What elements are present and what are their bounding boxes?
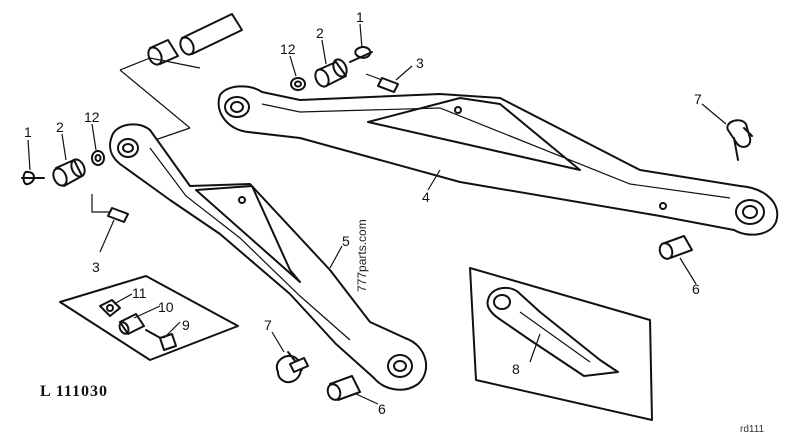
callout-spring-pin-top: 3 — [416, 55, 424, 71]
callout-pin-top: 1 — [356, 9, 364, 25]
bushing-bottom — [326, 375, 361, 401]
callout-lower-link-right: 4 — [422, 189, 430, 205]
callout-bushing-top: 2 — [316, 25, 324, 41]
corner-mark: rd111 — [740, 424, 765, 434]
callout-nut-bushing: 10 — [158, 299, 174, 315]
callout-bushing-left: 2 — [56, 119, 64, 135]
lynch-pin-right — [726, 119, 753, 161]
callout-bushing-bottom: 6 — [378, 401, 386, 417]
lynch-pin-bottom — [275, 351, 309, 384]
shaft-ends — [119, 13, 243, 141]
top-hardware — [290, 46, 399, 93]
left-hardware — [21, 150, 129, 223]
bushing-right — [658, 235, 693, 260]
callout-lower-link-left: 5 — [342, 233, 350, 249]
callout-detail-link: 8 — [512, 361, 520, 377]
callout-spring-pin-left: 3 — [92, 259, 100, 275]
hardware-box — [59, 275, 239, 361]
detail-box — [469, 267, 653, 421]
callout-lock-nut: 11 — [132, 285, 147, 301]
callout-screw: 9 — [182, 317, 190, 333]
callout-bushing-right: 6 — [692, 281, 700, 297]
callout-labels: 1 2 12 3 12 2 1 3 4 5 6 6 7 7 8 9 10 11 — [24, 9, 702, 417]
watermark: 777parts.com — [355, 219, 369, 292]
callout-washer-left: 12 — [84, 109, 100, 125]
lower-link-left — [109, 123, 427, 391]
leader-lines — [27, 23, 727, 405]
lower-link-right — [217, 85, 779, 236]
figure-id: L 111030 — [40, 383, 108, 400]
callout-lynch-pin-bottom: 7 — [264, 317, 272, 333]
callout-lynch-pin-right: 7 — [694, 91, 702, 107]
callout-pin-left: 1 — [24, 124, 32, 140]
callout-washer-top: 12 — [280, 41, 296, 57]
